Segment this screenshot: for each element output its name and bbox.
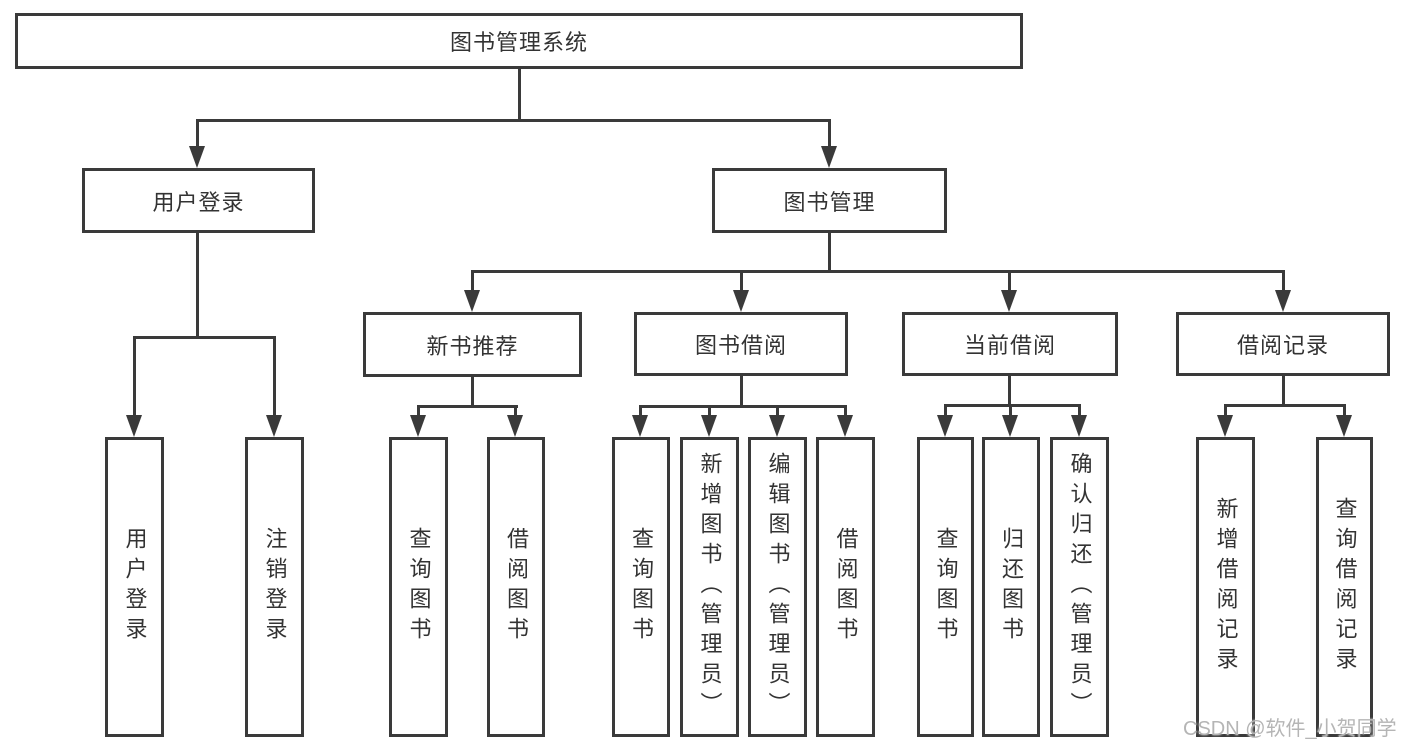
node-book-management: 图书管理 <box>712 168 947 233</box>
arrowhead-icon <box>464 290 480 312</box>
node-new-book-recommend: 新书推荐 <box>363 312 582 377</box>
connector <box>514 405 517 419</box>
node-user-login-label: 用户登录 <box>152 189 245 215</box>
connector <box>944 404 947 419</box>
arrowhead-icon <box>821 146 837 168</box>
leaf-query-borrow-record: 查询借阅记录 <box>1316 437 1373 737</box>
node-user-login: 用户登录 <box>82 168 315 233</box>
leaf-confirm-return-admin-label: 确认归还（管理员） <box>1067 452 1093 722</box>
leaf-return-books: 归还图书 <box>982 437 1040 737</box>
leaf-query-books-borrow: 查询图书 <box>612 437 670 737</box>
node-book-borrow: 图书借阅 <box>634 312 848 376</box>
connector <box>196 119 831 122</box>
node-new-book-recommend-label: 新书推荐 <box>426 333 519 359</box>
connector <box>1282 270 1285 294</box>
arrowhead-icon <box>837 415 853 437</box>
leaf-query-books-current: 查询图书 <box>917 437 974 737</box>
connector <box>273 336 276 418</box>
node-borrow-records-label: 借阅记录 <box>1236 333 1329 358</box>
connector <box>708 405 711 419</box>
leaf-borrow-books-label: 借阅图书 <box>833 527 859 647</box>
arrowhead-icon <box>701 415 717 437</box>
connector <box>1224 404 1227 419</box>
leaf-edit-books-admin-label: 编辑图书（管理员） <box>765 452 791 722</box>
arrowhead-icon <box>1001 290 1017 312</box>
connector <box>471 270 474 294</box>
connector <box>740 270 743 294</box>
connector <box>471 377 474 408</box>
arrowhead-icon <box>937 415 953 437</box>
arrowhead-icon <box>1071 415 1087 437</box>
leaf-add-borrow-record: 新增借阅记录 <box>1196 437 1255 737</box>
node-borrow-records: 借阅记录 <box>1176 312 1390 376</box>
connector <box>639 405 846 408</box>
csdn-watermark: CSDN @软件_小贺同学 <box>1183 718 1397 740</box>
connector <box>1224 404 1346 407</box>
leaf-confirm-return-admin: 确认归还（管理员） <box>1050 437 1109 737</box>
connector <box>944 404 1081 407</box>
connector <box>196 233 199 338</box>
connector <box>639 405 642 419</box>
arrowhead-icon <box>733 290 749 312</box>
arrowhead-icon <box>189 146 205 168</box>
connector <box>828 119 831 150</box>
leaf-add-books-admin: 新增图书（管理员） <box>680 437 739 737</box>
connector <box>417 405 518 408</box>
arrowhead-icon <box>1275 290 1291 312</box>
connector <box>740 376 743 408</box>
arrowhead-icon <box>410 415 426 437</box>
connector <box>133 336 136 418</box>
connector <box>1078 404 1081 419</box>
leaf-logout-label: 注销登录 <box>262 527 288 647</box>
connector <box>518 69 521 121</box>
connector <box>1009 404 1012 419</box>
node-current-borrow: 当前借阅 <box>902 312 1118 376</box>
leaf-query-books-recommend-label: 查询图书 <box>406 527 432 647</box>
leaf-borrow-books-recommend-label: 借阅图书 <box>504 527 529 647</box>
leaf-logout: 注销登录 <box>245 437 304 737</box>
connector <box>776 405 779 419</box>
leaf-add-books-admin-label: 新增图书（管理员） <box>697 452 723 722</box>
leaf-user-login-label: 用户登录 <box>122 527 148 647</box>
arrowhead-icon <box>266 415 282 437</box>
arrowhead-icon <box>632 415 648 437</box>
connector <box>1008 376 1011 406</box>
arrowhead-icon <box>126 415 142 437</box>
connector <box>828 233 831 273</box>
node-current-borrow-label: 当前借阅 <box>963 333 1056 358</box>
leaf-edit-books-admin: 编辑图书（管理员） <box>748 437 807 737</box>
arrowhead-icon <box>769 415 785 437</box>
connector <box>133 336 276 339</box>
connector <box>844 405 847 419</box>
leaf-query-books-current-label: 查询图书 <box>933 527 959 647</box>
node-book-management-label: 图书管理 <box>783 189 876 215</box>
arrowhead-icon <box>1217 415 1233 437</box>
arrowhead-icon <box>507 415 523 437</box>
connector <box>1008 270 1011 294</box>
leaf-return-books-label: 归还图书 <box>999 527 1024 647</box>
leaf-borrow-books-recommend: 借阅图书 <box>487 437 545 737</box>
leaf-query-books-recommend: 查询图书 <box>389 437 448 737</box>
connector <box>471 270 1285 273</box>
arrowhead-icon <box>1002 415 1018 437</box>
arrowhead-icon <box>1336 415 1352 437</box>
connector <box>1282 376 1285 406</box>
leaf-borrow-books: 借阅图书 <box>816 437 875 737</box>
leaf-add-borrow-record-label: 新增借阅记录 <box>1213 497 1239 677</box>
leaf-query-borrow-record-label: 查询借阅记录 <box>1332 497 1358 677</box>
connector <box>1343 404 1346 419</box>
connector <box>417 405 420 419</box>
node-root: 图书管理系统 <box>15 13 1023 69</box>
leaf-user-login: 用户登录 <box>105 437 164 737</box>
node-root-label: 图书管理系统 <box>449 30 588 55</box>
connector <box>196 119 199 150</box>
node-book-borrow-label: 图书借阅 <box>694 333 787 358</box>
leaf-query-books-borrow-label: 查询图书 <box>629 527 654 647</box>
